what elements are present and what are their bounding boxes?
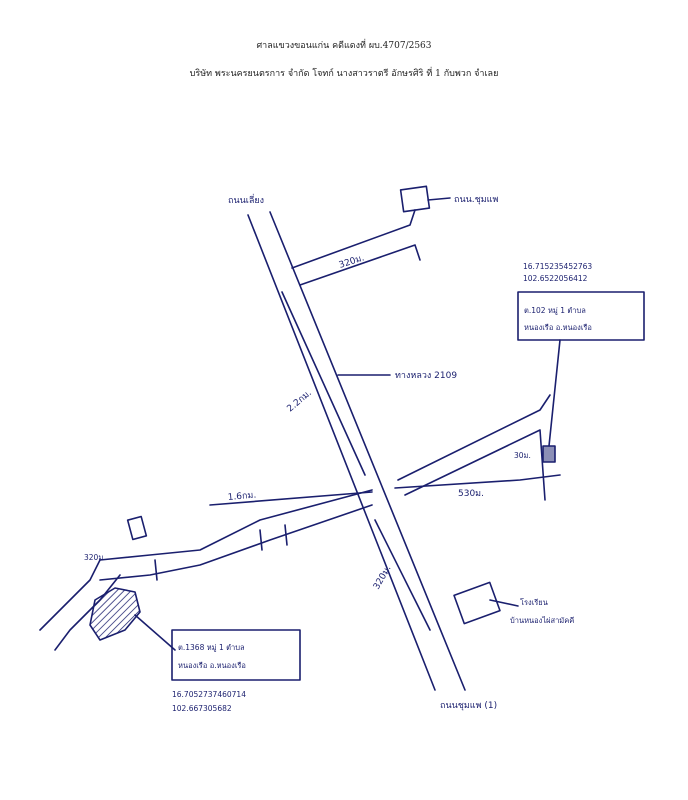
label-dist-left-road: 1.6กม. xyxy=(227,491,256,503)
arrow-lower-diag xyxy=(374,519,431,631)
label-school-2: บ้านหนองไผ่สามัคคี xyxy=(510,616,574,625)
arrow-left-road xyxy=(209,491,373,506)
label-dist-right-small: 30ม. xyxy=(514,451,531,460)
label-highway: ทางหลวง 2109 xyxy=(395,371,457,381)
top-box-leader xyxy=(427,197,451,201)
right-branch-road xyxy=(397,394,551,501)
label-left-box-1: ต.1368 หมู่ 1 ตำบล xyxy=(178,643,245,652)
label-dist-right-road: 530ม. xyxy=(458,489,484,499)
label-coords-left-1: 16.7052737460714 xyxy=(172,690,246,699)
right-building-leader xyxy=(548,339,561,447)
left-road-lower xyxy=(99,504,373,581)
label-dist-left-diag: 2.2กม. xyxy=(286,388,314,414)
label-top-box: ถนน.ชุมแพ xyxy=(454,195,498,205)
label-coords-left-2: 102.667305682 xyxy=(172,704,232,713)
small-building xyxy=(126,515,148,541)
label-school-1: โรงเรียน xyxy=(520,598,548,607)
right-lower-road xyxy=(394,474,561,489)
highway-edge-right xyxy=(269,211,466,691)
left-road-upper xyxy=(99,489,373,561)
label-south-road: ถนนชุมแพ (1) xyxy=(440,701,497,711)
document-title: ศาลแขวงขอนแก่น คดีแดงที่ ผบ.4707/2563 xyxy=(256,41,432,51)
far-left-road xyxy=(39,559,121,651)
arrow-left-diag xyxy=(281,291,366,476)
label-dist-far-left: 320ม. xyxy=(84,553,106,562)
label-north-road: ถนนเลี่ยง xyxy=(228,193,264,206)
label-right-box-2: หนองเรือ อ.หนองเรือ xyxy=(524,323,592,332)
top-building xyxy=(399,185,431,213)
document-subtitle: บริษัท พระนครยนตรการ จำกัด โจทก์ นางสาวร… xyxy=(189,69,499,79)
label-coords-right-2: 102.6522056412 xyxy=(523,274,588,283)
label-dist-top: 320ม. xyxy=(338,253,366,271)
label-right-box-1: ต.102 หมู่ 1 ตำบล xyxy=(524,306,586,315)
top-branch-road xyxy=(291,209,421,286)
right-info-box xyxy=(517,291,645,341)
right-building xyxy=(542,445,556,463)
left-info-box xyxy=(171,629,301,681)
school-leader xyxy=(489,599,519,607)
label-left-box-2: หนองเรือ อ.หนองเรือ xyxy=(178,661,246,670)
highway-edge-left xyxy=(247,214,436,691)
label-coords-right-1: 16.715235452763 xyxy=(523,262,592,271)
left-side-tick xyxy=(154,524,288,581)
school-building xyxy=(453,581,501,625)
plot-leader xyxy=(134,614,176,651)
hatched-plot xyxy=(89,587,141,641)
